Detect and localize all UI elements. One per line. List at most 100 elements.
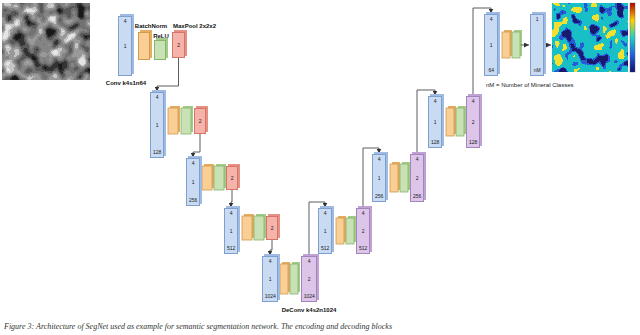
batchnorm-block	[502, 32, 510, 58]
deconv-block: 4 2 512	[356, 208, 370, 254]
layer-label: DeConv k4s2n1024	[282, 307, 337, 313]
deconv-block: 4 2 128	[466, 96, 480, 148]
block-number: 4	[416, 157, 419, 162]
output-arrow	[545, 45, 551, 46]
block-number: 64	[488, 68, 494, 73]
batchnorm-block	[242, 216, 252, 240]
layer-label: MaxPool 2x2x2	[173, 23, 216, 29]
batchnorm-block	[446, 108, 454, 136]
block-number: 1	[434, 120, 437, 125]
note-label: nM = Number of Mineral Classes	[486, 82, 574, 88]
block-number: 4	[378, 157, 381, 162]
block-number: 4	[362, 211, 365, 216]
layer-label: ReLU	[153, 33, 169, 39]
pool-block: 2	[194, 108, 206, 134]
relu-block	[512, 32, 520, 58]
block-number: 4	[269, 259, 272, 264]
connector-layer	[157, 8, 491, 256]
block-number: 1	[269, 277, 272, 282]
batchnorm-block	[390, 164, 398, 192]
conv-block: 41Conv k4s1n64	[118, 16, 132, 76]
block-number: 512	[227, 246, 235, 251]
conv-block: 4 1 256	[372, 154, 386, 202]
conv-block: 4 1 1024	[262, 256, 278, 302]
block-number: 2	[416, 176, 419, 181]
flow-connector	[270, 240, 272, 256]
block-number: nM	[534, 68, 541, 73]
block-number: 2	[177, 43, 180, 48]
block-number: 4	[156, 95, 159, 100]
block-number: 128	[469, 140, 477, 145]
block-number: 4	[472, 99, 475, 104]
block-number: 2	[199, 119, 202, 124]
block-number: 256	[375, 194, 383, 199]
block-number: 256	[189, 198, 197, 203]
batchnorm-block	[202, 166, 212, 190]
flow-arrow	[521, 45, 529, 46]
flow-connector	[231, 190, 232, 208]
block-number: 1	[192, 180, 195, 185]
conv-block: 4 1 128	[428, 96, 442, 148]
block-number: 1	[490, 43, 493, 48]
block-number: 2	[308, 277, 311, 282]
block-number: 128	[431, 140, 439, 145]
block-number: 2	[231, 176, 234, 181]
rock-texture	[2, 3, 90, 80]
conv-block: 4 1 512	[224, 208, 238, 254]
block-number: 1	[230, 229, 233, 234]
block-number: 1	[378, 176, 381, 181]
block-number: 4	[434, 99, 437, 104]
block-number: 128	[153, 150, 161, 155]
block-number: 4	[192, 161, 195, 166]
batchnorm-block	[336, 218, 344, 244]
block-number: 4	[490, 17, 493, 22]
relu-block	[456, 108, 464, 136]
relu-block	[254, 216, 264, 240]
colorbar	[630, 3, 635, 72]
block-number: 1	[536, 17, 539, 22]
figure-caption: Figure 3: Architecture of SegNet used as…	[4, 323, 392, 331]
relu-block	[181, 108, 191, 134]
block-number: 1	[156, 123, 159, 128]
batchnorm-block	[168, 108, 178, 134]
unlabelled-layer-blocks	[168, 30, 522, 294]
output-segmentation-map	[552, 3, 628, 72]
block-number: 4	[230, 211, 233, 216]
block-number: 2	[472, 120, 475, 125]
flow-connector	[193, 134, 200, 158]
conv-block: 4 1 512	[318, 208, 332, 254]
batchnorm-block: BatchNorm	[138, 32, 150, 60]
relu-block: ReLU	[154, 40, 166, 60]
segmentation-texture	[552, 3, 628, 72]
block-number: 1	[124, 44, 127, 49]
deconv-block: 421024DeConv k4s2n1024	[301, 256, 317, 302]
block-number: 512	[321, 246, 329, 251]
deconv-block: 4 2 256	[410, 154, 424, 202]
conv-block: 1 nM	[530, 14, 544, 76]
block-number: 4	[124, 19, 127, 24]
pool-block: 2	[266, 216, 278, 240]
block-number: 1024	[265, 294, 276, 299]
conv-block: 4 1 256	[186, 158, 200, 206]
layer-label: BatchNorm	[135, 23, 167, 29]
block-number: 1	[324, 229, 327, 234]
block-number: 2	[362, 229, 365, 234]
relu-block	[400, 164, 408, 192]
block-number: 512	[359, 246, 367, 251]
relu-block	[346, 218, 354, 244]
input-rock-image	[2, 3, 90, 80]
pool-block: 2	[226, 166, 238, 190]
pool-block: 2MaxPool 2x2x2	[172, 32, 185, 58]
batchnorm-block	[280, 264, 288, 294]
block-number: 2	[271, 226, 274, 231]
block-number: 4	[324, 211, 327, 216]
relu-block	[290, 264, 298, 294]
block-number: 4	[308, 259, 311, 264]
layer-label: Conv k4s1n64	[106, 80, 146, 86]
relu-block	[214, 166, 224, 190]
conv-block: 4 1 128	[150, 92, 164, 158]
block-number: 256	[413, 194, 421, 199]
flow-connector	[157, 58, 179, 92]
